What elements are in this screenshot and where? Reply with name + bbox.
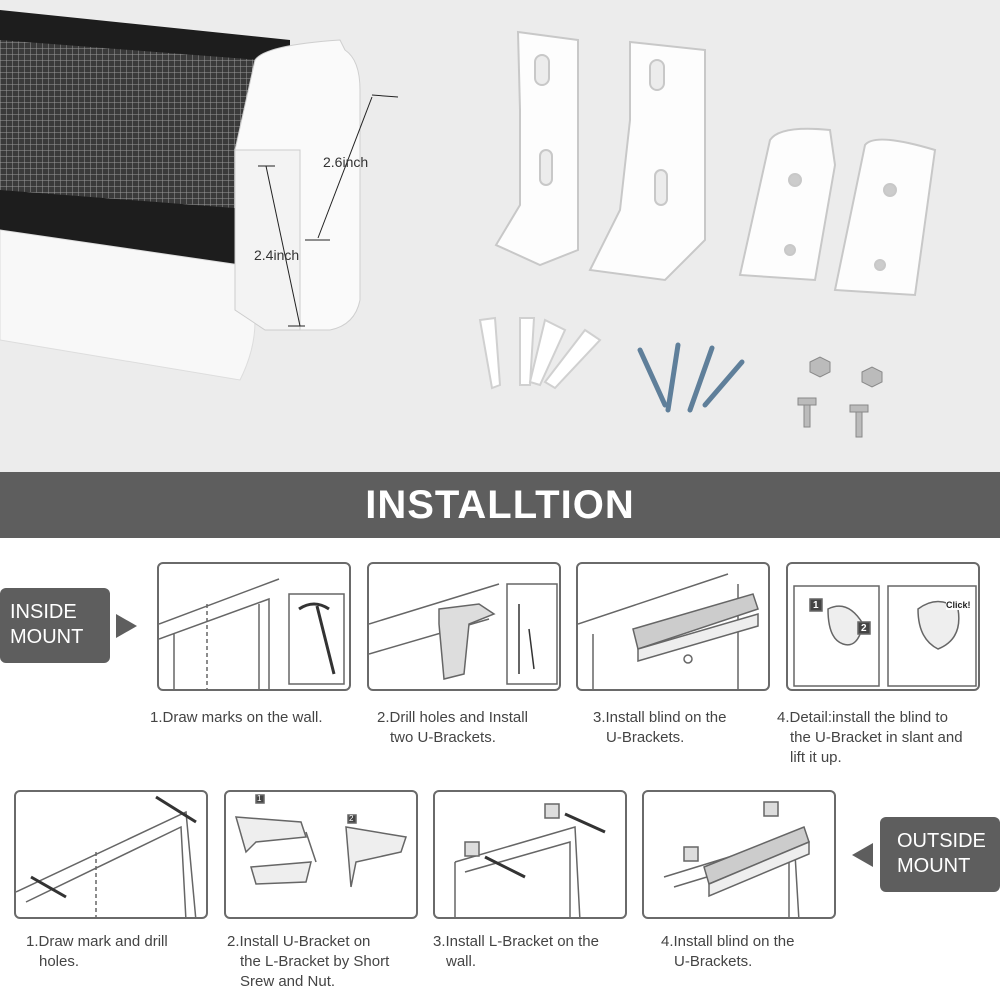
screws-image: [637, 342, 745, 413]
outside-step3-illustration: [433, 790, 627, 919]
step2-badge-2: 2: [349, 814, 354, 823]
outside-mount-line2: MOUNT: [897, 855, 971, 877]
inside-step1-illustration: [157, 562, 351, 691]
outside-step4-illustration: [642, 790, 836, 919]
inside-mount-line2: MOUNT: [10, 626, 84, 648]
inside-step4-illustration: 1 2 Click!: [786, 562, 980, 691]
inside-step1-caption: 1.Draw marks on the wall.: [150, 709, 323, 726]
step2-badge-1: 1: [257, 794, 262, 803]
detail-badge-2: 2: [861, 623, 867, 634]
product-photo-area: 2.6inch 2.4inch: [0, 0, 1000, 472]
inside-step2-illustration: [367, 562, 561, 691]
outside-step2-illustration: 1 2: [224, 790, 418, 919]
width-dimension-label: 2.4inch: [254, 247, 300, 263]
click-badge: Click!: [946, 600, 971, 610]
detail-badge-1: 1: [813, 600, 819, 611]
u-brackets-image: [494, 30, 937, 297]
outside-mount-label: OUTSIDE MOUNT: [880, 817, 1000, 892]
arrow-right-icon: [116, 614, 137, 638]
outside-mount-line1: OUTSIDE: [897, 830, 986, 852]
inside-step3-illustration: [576, 562, 770, 691]
roller-blind-image: [0, 10, 399, 381]
height-dimension-label: 2.6inch: [323, 154, 369, 170]
inside-mount-label: INSIDE MOUNT: [0, 588, 110, 663]
arrow-left-icon: [852, 843, 873, 867]
wall-anchors-image: [478, 316, 602, 390]
nuts-and-bolts-image: [797, 356, 883, 438]
installation-banner: INSTALLTION: [0, 472, 1000, 538]
product-illustration: [0, 10, 937, 438]
inside-mount-line1: INSIDE: [10, 601, 77, 623]
outside-step1-illustration: [14, 790, 208, 919]
